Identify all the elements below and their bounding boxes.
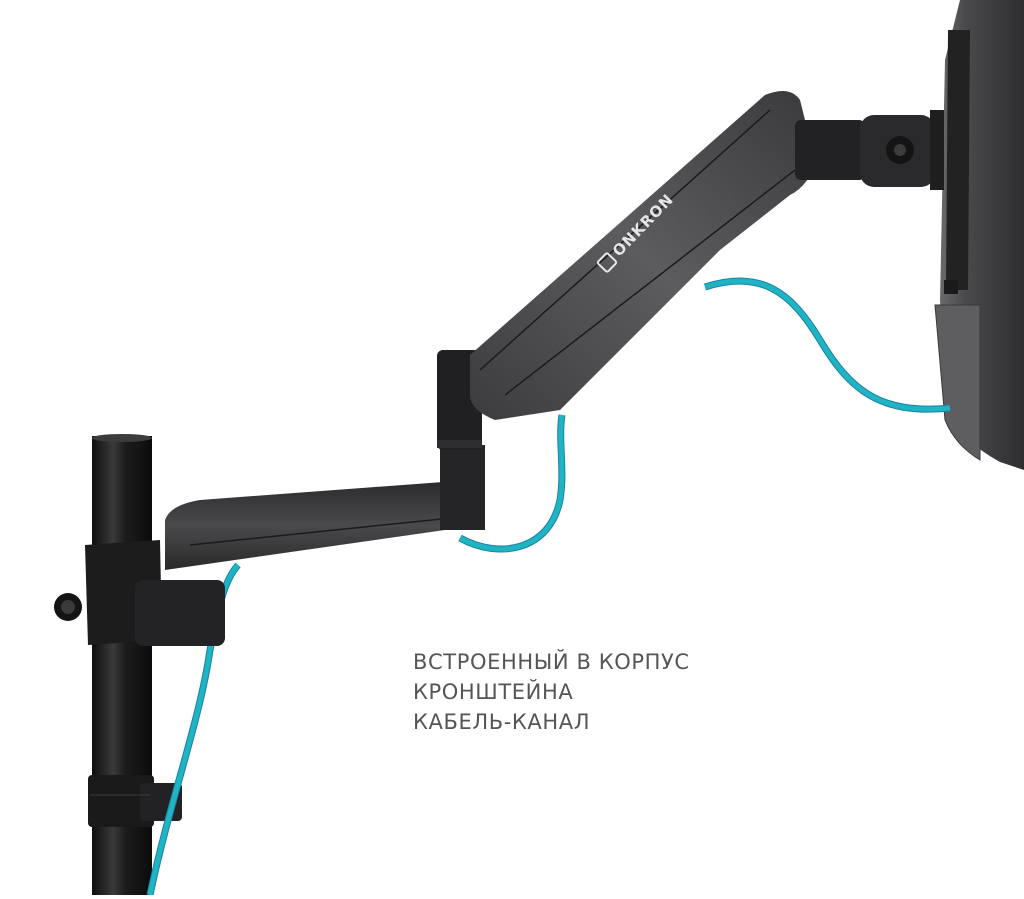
monitor-back bbox=[934, 0, 1024, 470]
pole bbox=[88, 434, 182, 895]
cable bbox=[146, 277, 951, 896]
caption-line-1: ВСТРОЕННЫЙ В КОРПУС bbox=[413, 650, 690, 674]
caption-line-2: КРОНШТЕЙНА bbox=[413, 680, 574, 704]
lower-arm bbox=[165, 445, 485, 570]
tilt-head bbox=[795, 110, 944, 190]
feature-caption: ВСТРОЕННЫЙ В КОРПУС КРОНШТЕЙНА КАБЕЛЬ-КА… bbox=[413, 647, 690, 737]
pole-clamp bbox=[54, 540, 225, 646]
caption-line-3: КАБЕЛЬ-КАНАЛ bbox=[413, 710, 591, 734]
gas-spring-arm bbox=[470, 91, 815, 420]
